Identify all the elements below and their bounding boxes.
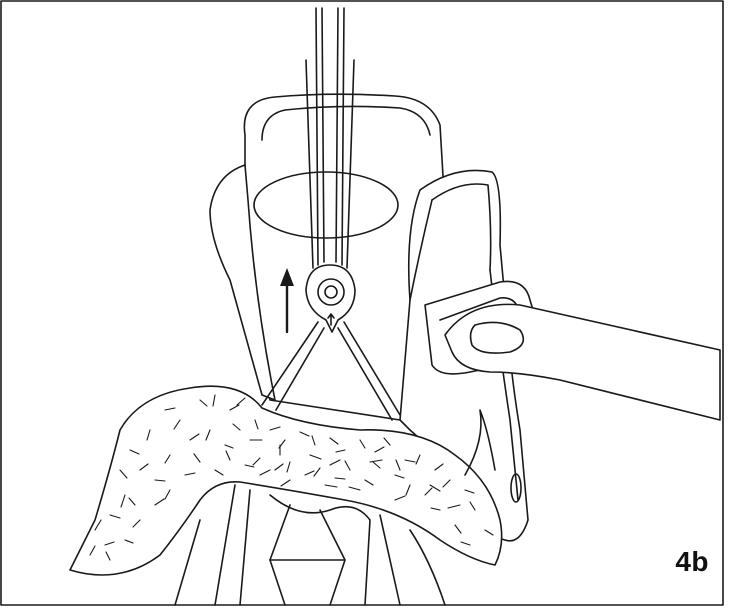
step-label: 4b <box>675 546 709 578</box>
oval-window <box>254 172 398 238</box>
